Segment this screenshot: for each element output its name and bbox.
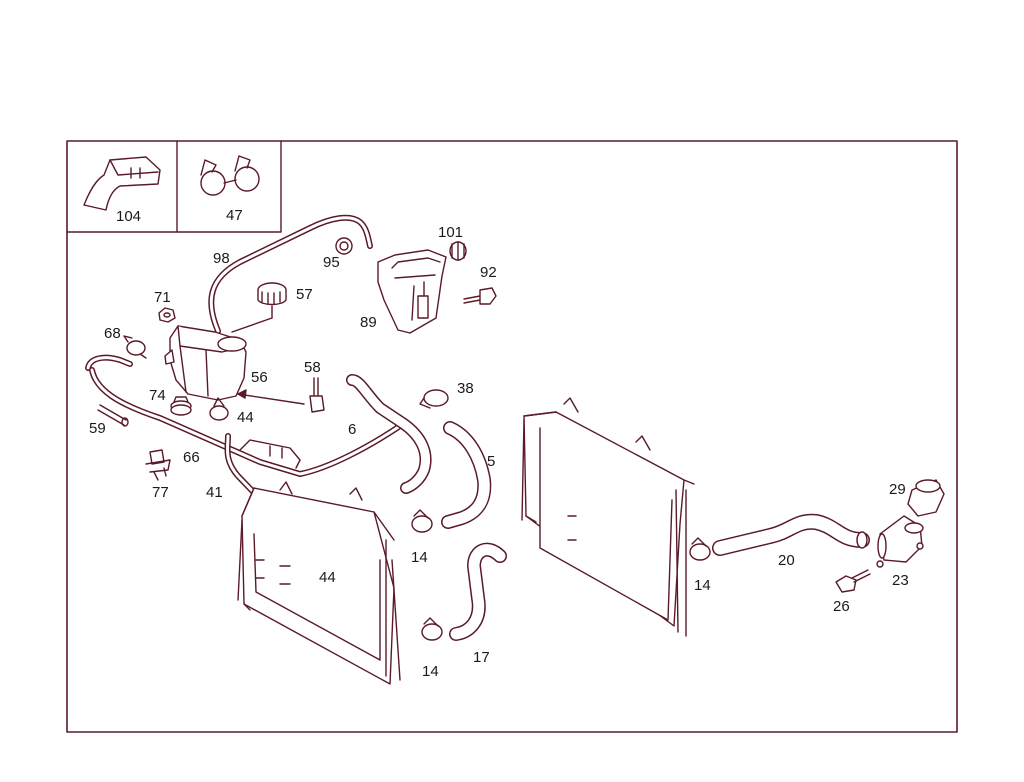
- label-14-c: 14: [422, 663, 439, 680]
- label-17: 17: [473, 649, 490, 666]
- bracket-41: [239, 439, 301, 469]
- label-41: 41: [206, 484, 223, 501]
- label-92: 92: [480, 264, 497, 281]
- label-101: 101: [438, 224, 463, 241]
- label-98: 98: [213, 250, 230, 267]
- label-77: 77: [152, 484, 169, 501]
- label-44-lower: 44: [319, 569, 336, 586]
- hose-59: [97, 404, 129, 427]
- expansion-tank-56: [164, 325, 247, 401]
- label-56: 56: [251, 369, 268, 386]
- label-38: 38: [457, 380, 474, 397]
- sensor-58: [309, 377, 325, 413]
- label-68: 68: [104, 325, 121, 342]
- label-6: 6: [348, 421, 356, 438]
- label-95: 95: [323, 254, 340, 271]
- radiator-right: [521, 411, 695, 637]
- clamp-44-upper: [209, 397, 229, 421]
- bolt-26: [835, 569, 871, 593]
- housing-23: [876, 515, 924, 568]
- diagram-frame: [66, 140, 958, 733]
- label-71: 71: [154, 289, 171, 306]
- leader-57: [231, 317, 273, 333]
- label-57: 57: [296, 286, 313, 303]
- inset-box-47: [176, 140, 282, 233]
- bolt-92: [463, 287, 497, 305]
- label-20: 20: [778, 552, 795, 569]
- clamp-38: [419, 389, 449, 409]
- clamp-14-c: [421, 617, 443, 641]
- label-59: 59: [89, 420, 106, 437]
- label-26: 26: [833, 598, 850, 615]
- label-74: 74: [149, 387, 166, 404]
- bracket-104-icon: [83, 156, 161, 211]
- label-14-b: 14: [694, 577, 711, 594]
- clamp-68: [123, 335, 147, 359]
- label-14-a: 14: [411, 549, 428, 566]
- clamp-14-b: [689, 537, 711, 561]
- label-23: 23: [892, 572, 909, 589]
- double-clip-47-icon: [200, 155, 260, 196]
- radiator-left: [237, 487, 401, 685]
- label-89: 89: [360, 314, 377, 331]
- label-29: 29: [889, 481, 906, 498]
- bracket-89: [377, 249, 447, 334]
- grommet-74: [170, 396, 192, 416]
- label-104: 104: [116, 208, 141, 225]
- label-66: 66: [183, 449, 200, 466]
- label-5: 5: [487, 453, 495, 470]
- clamp-14-a: [411, 509, 433, 533]
- label-44-upper: 44: [237, 409, 254, 426]
- label-58: 58: [304, 359, 321, 376]
- arrow-58: [237, 393, 305, 405]
- grommet-95: [335, 237, 353, 255]
- clip-66: [145, 449, 171, 481]
- label-47: 47: [226, 207, 243, 224]
- seal-29: [907, 479, 945, 517]
- grommet-101: [449, 241, 467, 261]
- nut-71: [158, 307, 176, 323]
- hose-98: [208, 214, 373, 334]
- cap-57: [257, 282, 287, 306]
